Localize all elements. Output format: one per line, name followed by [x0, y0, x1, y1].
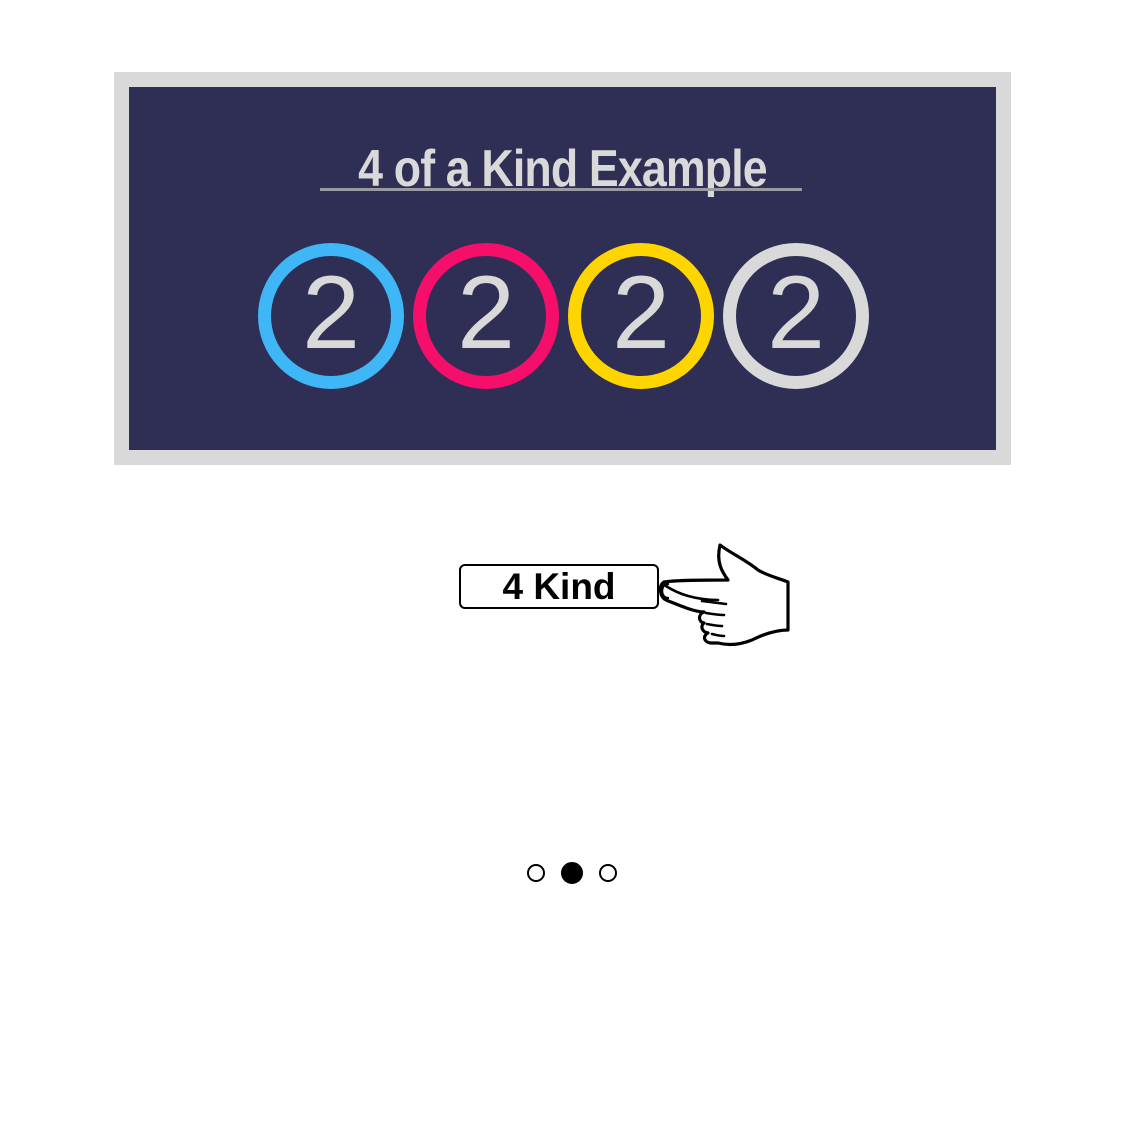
example-card: 4 of a Kind Example 2 2 2 2: [129, 87, 996, 450]
example-card-frame: 4 of a Kind Example 2 2 2 2: [114, 72, 1011, 465]
pointing-hand-icon: [658, 543, 790, 647]
die-3-value: 2: [612, 255, 670, 371]
four-kind-action: 4 Kind: [458, 540, 798, 650]
die-2: 2: [413, 243, 559, 389]
die-1-value: 2: [302, 255, 360, 371]
title-underline: [320, 188, 802, 191]
page-dot-1[interactable]: [527, 864, 545, 882]
page-indicator: [523, 862, 623, 889]
die-2-value: 2: [457, 255, 515, 371]
die-3: 2: [568, 243, 714, 389]
die-4-value: 2: [767, 255, 825, 371]
die-4: 2: [723, 243, 869, 389]
four-kind-button[interactable]: 4 Kind: [459, 564, 659, 609]
page-dot-3[interactable]: [599, 864, 617, 882]
die-1: 2: [258, 243, 404, 389]
page-dot-2[interactable]: [561, 862, 583, 884]
